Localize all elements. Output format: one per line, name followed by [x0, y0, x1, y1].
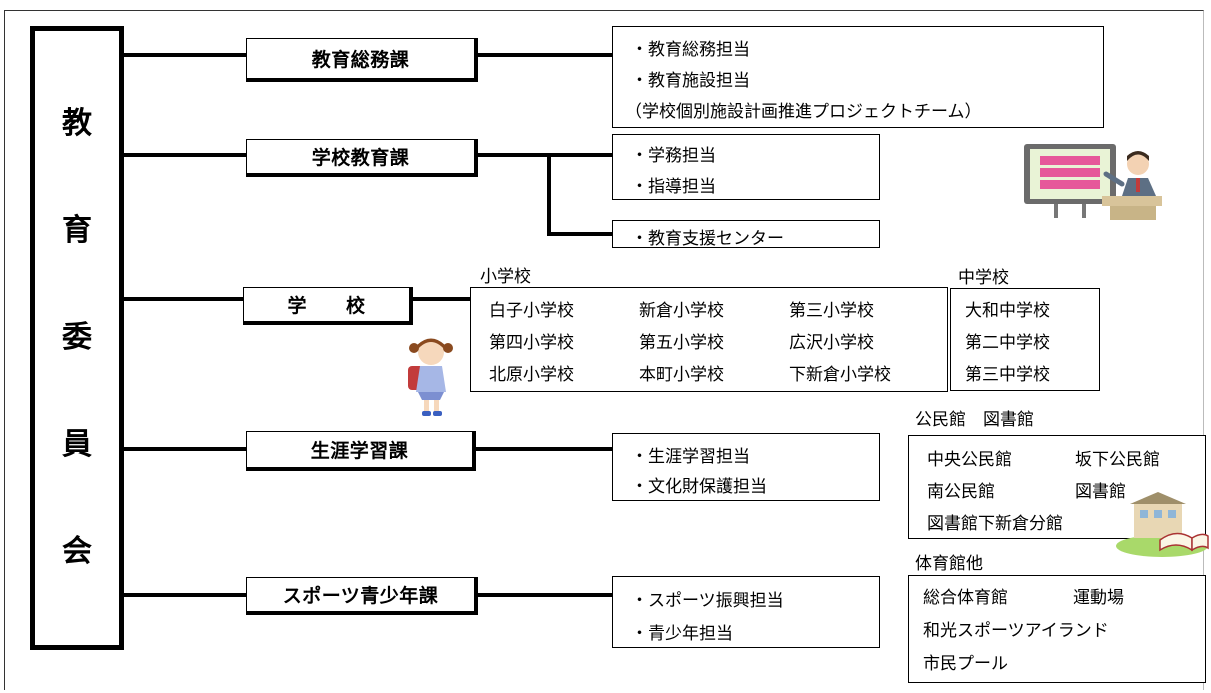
dept-schools: 学 校	[243, 287, 413, 325]
facility-item: 坂下公民館	[1075, 450, 1160, 470]
duties-lifelong-learning: ・生涯学習担当 ・文化財保護担当	[612, 433, 880, 501]
dept-school-education: 学校教育課	[246, 139, 478, 177]
school-item: 第五小学校	[639, 333, 724, 353]
school-item: 第三小学校	[789, 301, 874, 321]
board-of-education-box: 教 育 委 員 会	[30, 26, 124, 650]
duty-item: ・スポーツ振興担当	[631, 591, 784, 611]
school-item: 新倉小学校	[639, 301, 724, 321]
school-item: 第二中学校	[965, 333, 1050, 353]
duty-item: ・生涯学習担当	[631, 447, 750, 467]
connector-dept3-schools	[410, 297, 470, 301]
diagram-frame	[4, 10, 1204, 690]
dept-sports-youth: スポーツ青少年課	[246, 577, 478, 615]
board-char: 教	[62, 106, 92, 142]
elementary-schools-box: 白子小学校 新倉小学校 第三小学校 第四小学校 第五小学校 広沢小学校 北原小学…	[470, 287, 948, 392]
facility-item: 図書館	[1075, 482, 1126, 502]
junior-label: 中学校	[958, 268, 1009, 288]
duties-general-affairs: ・教育総務担当 ・教育施設担当 （学校個別施設計画推進プロジェクトチーム）	[612, 26, 1104, 128]
connector-dept1-duties	[474, 53, 612, 57]
sports-facilities-box: 総合体育館 運動場 和光スポーツアイランド 市民プール	[908, 575, 1206, 683]
connector-dept2-branch	[547, 153, 551, 236]
facility-item: 南公民館	[927, 482, 995, 502]
connector-board-dept3	[124, 297, 246, 301]
connector-dept2-sub	[547, 232, 612, 236]
connector-board-dept5	[124, 593, 246, 597]
school-item: 北原小学校	[489, 365, 574, 385]
connector-dept4-duties	[474, 447, 612, 451]
sports-label: 体育館他	[915, 554, 983, 574]
schoolgirl-illustration-icon	[408, 338, 453, 416]
school-item: 白子小学校	[489, 301, 574, 321]
school-item: 第三中学校	[965, 365, 1050, 385]
duties-school-education: ・学務担当 ・指導担当	[612, 134, 880, 200]
facility-item: 図書館下新倉分館	[927, 514, 1063, 534]
board-char: 委	[62, 319, 92, 355]
education-support-center: ・教育支援センター	[612, 220, 880, 249]
board-char: 会	[62, 533, 92, 569]
duties-sports-youth: ・スポーツ振興担当 ・青少年担当	[612, 576, 880, 648]
kominkan-label: 公民館 図書館	[915, 410, 1034, 430]
connector-board-dept4	[124, 447, 246, 451]
facility-item: 中央公民館	[927, 450, 1012, 470]
dept-general-affairs: 教育総務課	[246, 38, 478, 82]
elementary-label: 小学校	[480, 267, 531, 287]
duty-item: ・教育支援センター	[631, 229, 784, 249]
school-item: 第四小学校	[489, 333, 574, 353]
facility-item: 総合体育館	[923, 588, 1008, 608]
school-item: 大和中学校	[965, 301, 1050, 321]
library-illustration-icon	[1116, 492, 1209, 557]
board-char: 育	[62, 213, 92, 249]
junior-schools-box: 大和中学校 第二中学校 第三中学校	[950, 288, 1100, 391]
connector-dept2-duties	[474, 153, 612, 157]
kominkan-box: 中央公民館 坂下公民館 南公民館 図書館 図書館下新倉分館	[908, 435, 1206, 539]
duty-item: ・指導担当	[631, 177, 716, 197]
facility-item: 市民プール	[923, 654, 1008, 674]
school-item: 下新倉小学校	[789, 365, 891, 385]
board-char: 員	[62, 426, 92, 462]
connector-board-dept2	[124, 153, 246, 157]
duty-item: ・教育施設担当	[631, 71, 750, 91]
duty-item: （学校個別施設計画推進プロジェクトチーム）	[625, 102, 982, 122]
duty-item: ・教育総務担当	[631, 40, 750, 60]
facility-item: 運動場	[1073, 588, 1124, 608]
duty-item: ・青少年担当	[631, 624, 733, 644]
duty-item: ・文化財保護担当	[631, 477, 767, 497]
teacher-illustration-icon	[1024, 144, 1162, 220]
school-item: 広沢小学校	[789, 333, 874, 353]
school-item: 本町小学校	[639, 365, 724, 385]
connector-board-dept1	[124, 53, 246, 57]
connector-dept5-duties	[474, 593, 612, 597]
facility-item: 和光スポーツアイランド	[923, 621, 1109, 641]
dept-lifelong-learning: 生涯学習課	[246, 431, 476, 471]
duty-item: ・学務担当	[631, 146, 716, 166]
